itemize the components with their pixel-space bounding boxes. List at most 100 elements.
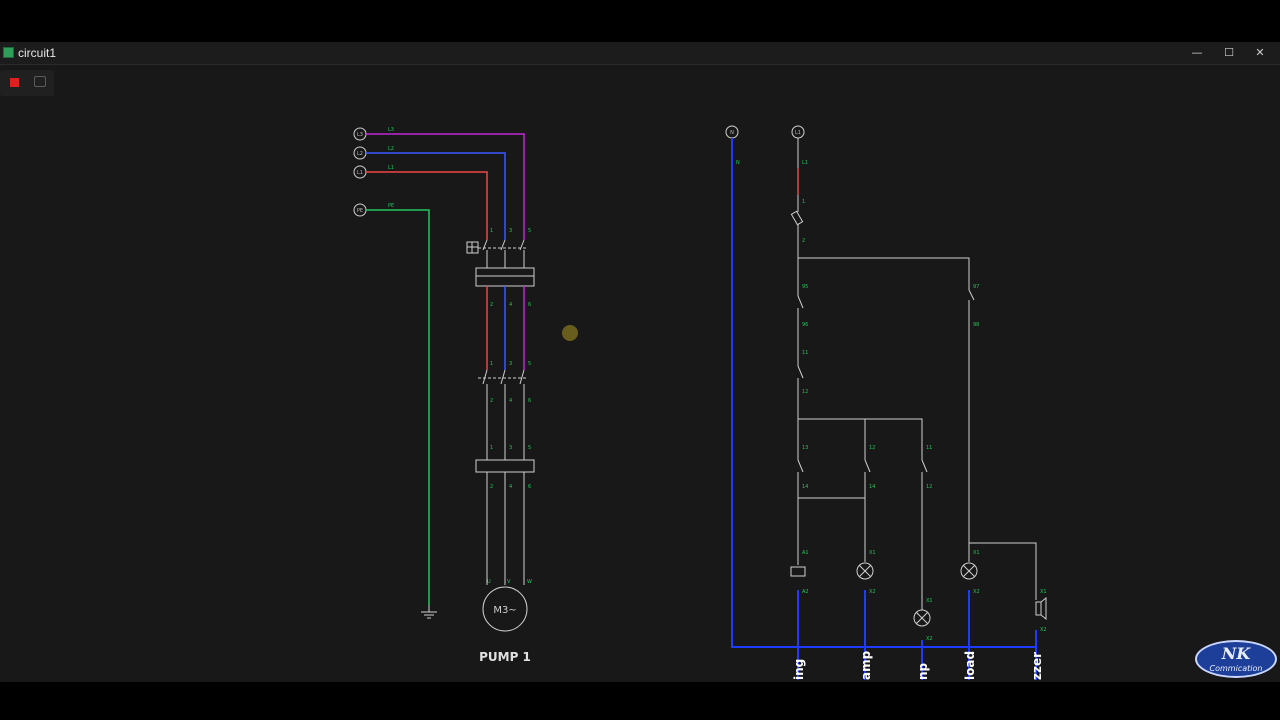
buzzer-icon[interactable]: [1035, 596, 1047, 621]
svg-text:1: 1: [490, 228, 493, 234]
svg-text:L1: L1: [357, 170, 363, 176]
logo-subtitle: Commication: [1209, 664, 1263, 673]
label-buzzer: zzer: [1030, 652, 1044, 680]
overload-relay-f1[interactable]: [475, 459, 535, 585]
svg-text:PE: PE: [357, 208, 363, 214]
svg-text:4: 4: [509, 484, 512, 490]
svg-text:A2: A2: [802, 589, 809, 595]
control-fuse[interactable]: [790, 138, 804, 226]
terminal-l3[interactable]: L3: [353, 127, 367, 141]
svg-text:X2: X2: [926, 636, 933, 642]
svg-text:1: 1: [802, 199, 805, 205]
svg-text:12: 12: [926, 484, 932, 490]
stop-icon[interactable]: [10, 78, 19, 87]
svg-text:L3: L3: [357, 132, 363, 138]
svg-text:1: 1: [490, 361, 493, 367]
svg-text:3: 3: [509, 228, 512, 234]
wire-l2: [366, 152, 506, 240]
svg-text:97: 97: [973, 284, 979, 290]
simulation-toolbar: [0, 70, 54, 96]
svg-text:X2: X2: [869, 589, 876, 595]
wire-label-l3: L3: [388, 127, 394, 133]
svg-text:5: 5: [528, 228, 531, 234]
svg-text:3: 3: [509, 361, 512, 367]
svg-text:X2: X2: [973, 589, 980, 595]
svg-text:5: 5: [528, 445, 531, 451]
svg-text:11: 11: [802, 350, 808, 356]
svg-text:N: N: [730, 130, 734, 136]
terminal-l1[interactable]: L1: [353, 165, 367, 179]
wire-label-l1-control: L1: [802, 160, 808, 166]
lamp-h3-icon[interactable]: [960, 562, 978, 580]
window-title: circuit1: [18, 46, 57, 60]
svg-text:98: 98: [973, 322, 979, 328]
svg-text:4: 4: [509, 302, 512, 308]
label-overload: load: [963, 651, 977, 680]
terminal-l2[interactable]: L2: [353, 146, 367, 160]
label-running: ing: [792, 659, 806, 680]
contactor-k1[interactable]: [478, 369, 528, 460]
svg-text:L1: L1: [795, 130, 801, 136]
camera-icon[interactable]: [34, 76, 46, 87]
svg-text:L2: L2: [357, 151, 363, 157]
contactor-coil-k1[interactable]: [790, 566, 806, 577]
lamp-h1-icon[interactable]: [856, 562, 874, 580]
control-pin-labels: 1 2 95 96 97 98 11 12 13 14 12 14 11 12 …: [802, 199, 1047, 642]
neutral-bus: [731, 138, 1036, 648]
wire-l1: [366, 171, 488, 240]
svg-text:5: 5: [528, 361, 531, 367]
svg-text:V: V: [507, 579, 511, 585]
mouse-cursor-icon: [562, 325, 578, 341]
svg-text:2: 2: [490, 302, 493, 308]
wire-label-l1: L1: [388, 165, 394, 171]
svg-text:95: 95: [802, 284, 808, 290]
svg-text:X1: X1: [973, 550, 980, 556]
svg-text:14: 14: [869, 484, 875, 490]
svg-text:X1: X1: [1040, 589, 1047, 595]
svg-text:13: 13: [802, 445, 808, 451]
wire-label-l2: L2: [388, 146, 394, 152]
wire-l3: [366, 133, 525, 240]
motor-m1[interactable]: M3~: [482, 586, 528, 632]
ground-icon: [421, 605, 437, 619]
wire-label-n: N: [736, 160, 740, 166]
control-wiring: [797, 224, 1037, 610]
power-pin-labels: 1 3 5 2 4 6 1 3 5 2 4 6 1 3 5 2 4 6 U V …: [487, 228, 532, 585]
svg-text:96: 96: [802, 322, 808, 328]
svg-text:X2: X2: [1040, 627, 1047, 633]
app-icon: [3, 47, 14, 58]
svg-text:6: 6: [528, 484, 531, 490]
maximize-button[interactable]: ☐: [1224, 46, 1234, 59]
title-bar: circuit1 — ☐ ✕: [0, 42, 1280, 65]
svg-text:3: 3: [509, 445, 512, 451]
svg-text:14: 14: [802, 484, 808, 490]
svg-text:2: 2: [490, 398, 493, 404]
svg-text:11: 11: [926, 445, 932, 451]
svg-text:W: W: [527, 579, 532, 585]
svg-text:2: 2: [802, 238, 805, 244]
wire-pe: [366, 209, 430, 605]
channel-logo: NK Commication: [1195, 640, 1277, 678]
bottom-labels: ing amp np load zzer: [792, 650, 1044, 680]
svg-text:U: U: [487, 579, 491, 585]
wire-label-pe: PE: [388, 203, 394, 209]
svg-text:A1: A1: [802, 550, 809, 556]
close-button[interactable]: ✕: [1255, 46, 1265, 59]
svg-text:12: 12: [802, 389, 808, 395]
motor-symbol: M3~: [493, 605, 516, 616]
minimize-button[interactable]: —: [1191, 46, 1203, 59]
label-lamp: amp: [859, 650, 873, 680]
terminal-n[interactable]: N: [725, 125, 739, 139]
svg-text:12: 12: [869, 445, 875, 451]
svg-text:X1: X1: [869, 550, 876, 556]
svg-text:2: 2: [490, 484, 493, 490]
svg-text:6: 6: [528, 398, 531, 404]
lamp-h2-icon[interactable]: [913, 609, 931, 627]
svg-text:1: 1: [490, 445, 493, 451]
terminal-l1-control[interactable]: L1: [791, 125, 805, 139]
circuit-window: circuit1 — ☐ ✕: [0, 42, 1280, 682]
logo-monogram: NK: [1221, 644, 1251, 663]
terminal-pe[interactable]: PE: [353, 203, 367, 217]
motor-breaker-q1[interactable]: [466, 239, 535, 287]
